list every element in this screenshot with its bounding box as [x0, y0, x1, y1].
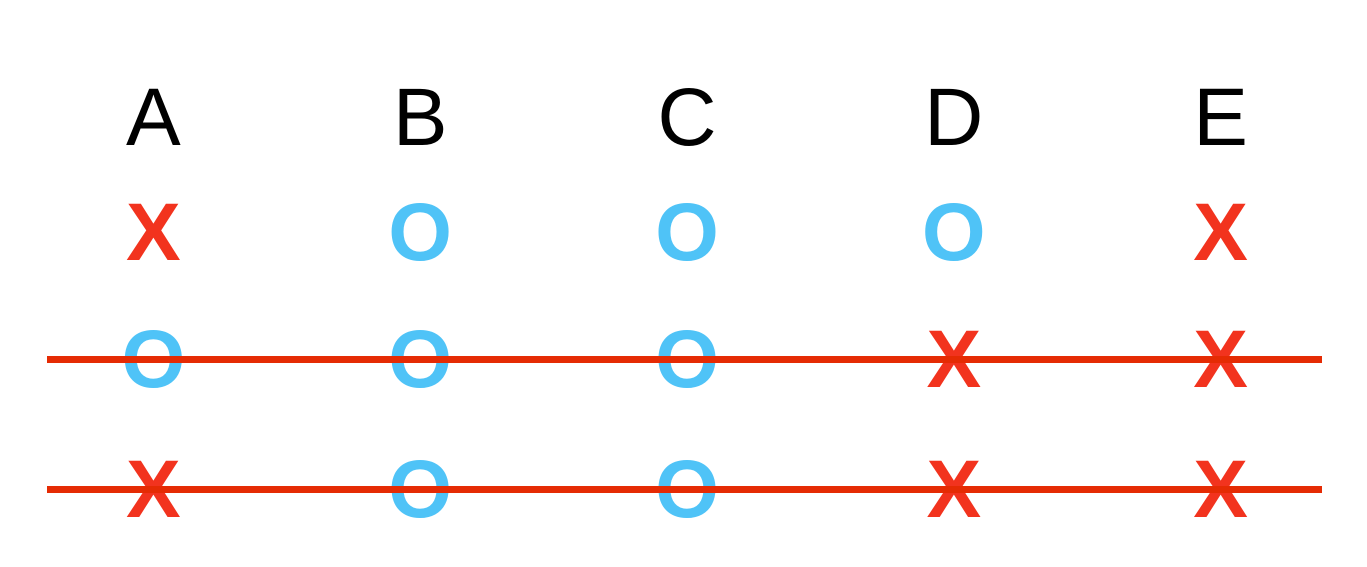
column-header-d: D [924, 71, 984, 163]
mark-row1-col-c: O [655, 186, 719, 278]
mark-row1-col-e: X [1193, 186, 1248, 278]
column-header-a: A [126, 71, 181, 163]
column-headers: A B C D E [20, 70, 1354, 165]
mark-row-3: X O O X X [20, 442, 1354, 537]
strike-line [47, 486, 1322, 493]
mark-row1-col-d: O [921, 186, 986, 278]
mark-row1-col-a: X [126, 186, 181, 278]
column-header-b: B [392, 71, 448, 163]
strike-line [47, 356, 1322, 363]
mark-row-1: X O O O X [20, 185, 1354, 280]
mark-row-2: O O O X X [20, 312, 1354, 407]
column-header-e: E [1193, 71, 1248, 163]
column-header-c: C [657, 71, 717, 163]
mark-row1-col-b: O [388, 186, 453, 278]
answer-grid: A B C D E X O O O X O O O X X X O O X X [20, 0, 1354, 567]
